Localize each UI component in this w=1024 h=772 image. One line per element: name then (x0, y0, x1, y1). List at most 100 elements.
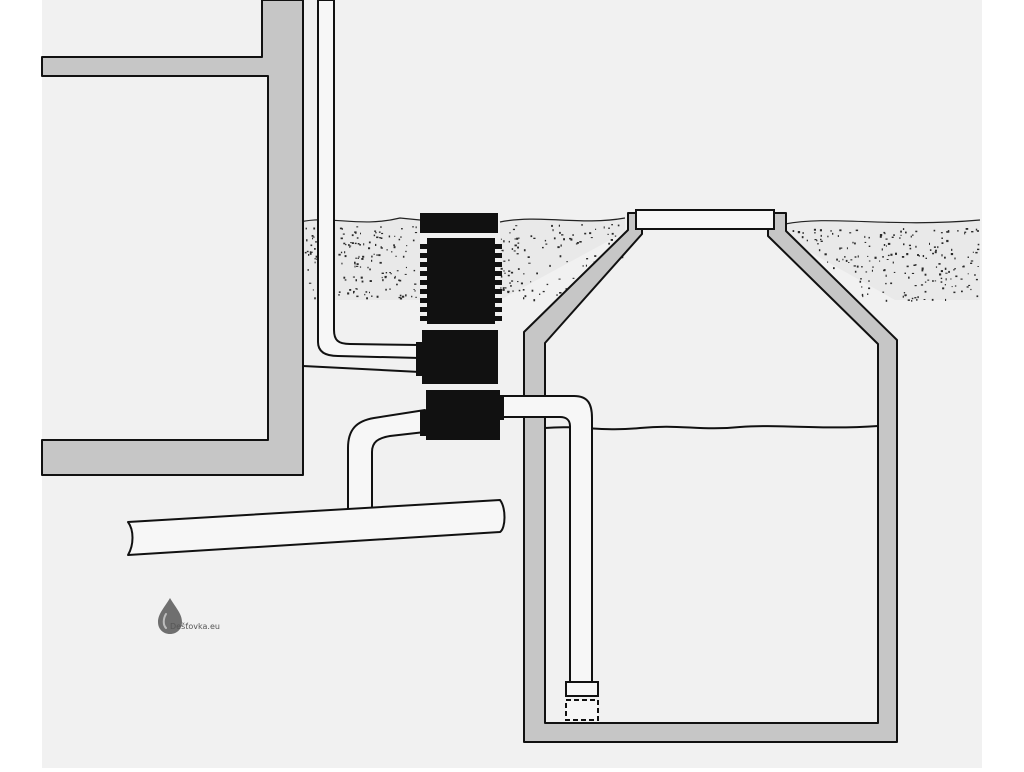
soil-dot (579, 241, 582, 243)
soil-dot (533, 299, 536, 302)
soil-dot (398, 238, 401, 241)
soil-dot (511, 280, 514, 282)
soil-dot (864, 241, 867, 243)
soil-dot (551, 224, 553, 227)
soil-dot (399, 297, 403, 300)
filter-rib (494, 271, 502, 276)
soil-dot (509, 282, 511, 284)
soil-dot (514, 244, 517, 247)
soil-dot (381, 276, 383, 279)
soil-dot (937, 246, 939, 249)
soil-dot (836, 258, 838, 261)
soil-dot (845, 259, 848, 262)
soil-dot (572, 234, 574, 236)
soil-dot (906, 253, 909, 256)
soil-dot (960, 278, 963, 280)
soil-dot (561, 234, 564, 236)
soil-dot (404, 273, 407, 275)
soil-dot (559, 255, 562, 258)
soil-dot (544, 239, 547, 242)
soil-dot (855, 229, 859, 232)
soil-dot (614, 235, 617, 237)
soil-dot (827, 235, 829, 238)
soil-dot (806, 239, 808, 242)
soil-dot (918, 255, 920, 257)
soil-dot (309, 251, 312, 254)
soil-dot (611, 224, 613, 226)
soil-dot (549, 264, 551, 267)
soil-texture (304, 224, 980, 302)
soil-dot (356, 265, 359, 267)
soil-dot (940, 281, 943, 283)
soil-dot (950, 253, 954, 256)
soil-dot (366, 297, 368, 300)
soil-dot (311, 235, 314, 237)
soil-dot (396, 270, 399, 272)
soil-dot (924, 273, 927, 276)
soil-dot (369, 268, 371, 271)
soil-dot (306, 239, 308, 242)
soil-dot (349, 289, 352, 291)
soil-dot (975, 251, 978, 254)
soil-dot (396, 283, 398, 286)
soil-dot (917, 296, 919, 299)
soil-dot (357, 257, 359, 259)
soil-dot (390, 273, 392, 275)
soil-dot (342, 233, 345, 235)
water-level-line (544, 425, 879, 431)
soil-dot (882, 256, 884, 258)
soil-dot (355, 257, 357, 259)
soil-dot (405, 250, 407, 253)
soil-dot (515, 225, 518, 227)
soil-dot (861, 286, 863, 288)
soil-dot (338, 253, 341, 256)
soil-dot (911, 300, 913, 302)
soil-dot (968, 284, 971, 286)
soil-dot (585, 264, 587, 267)
soil-dot (503, 260, 506, 262)
soil-dot (972, 251, 974, 253)
filter-rib (494, 316, 502, 321)
soil-dot (363, 243, 365, 246)
soil-dot (857, 255, 859, 258)
filter-rib (494, 253, 502, 258)
soil-dot (375, 243, 377, 246)
soil-dot (413, 289, 415, 290)
filter-ribs (420, 244, 502, 321)
soil-dot (356, 226, 359, 228)
soil-dot (570, 238, 573, 241)
soil-dot (594, 255, 597, 257)
soil-dot (941, 237, 943, 239)
soil-dot (921, 269, 924, 272)
soil-dot (864, 235, 866, 238)
soil-dot (341, 228, 343, 230)
soil-dot (892, 261, 894, 264)
soil-dot (940, 270, 943, 273)
soil-dot (814, 232, 816, 234)
soil-dot (929, 242, 930, 245)
soil-dot (512, 290, 514, 292)
soil-dot (903, 292, 906, 294)
soil-dot (867, 293, 869, 295)
soil-dot (569, 238, 571, 240)
soil-dot (608, 227, 610, 229)
soil-dot (500, 238, 502, 240)
soil-dot (953, 291, 956, 294)
soil-dot (395, 255, 397, 257)
soil-dot (572, 277, 575, 279)
soil-dot (890, 253, 893, 256)
soil-dot (917, 254, 919, 256)
soil-dot (516, 237, 519, 240)
soil-dot (359, 244, 361, 246)
soil-dot (379, 261, 382, 264)
soil-dot (899, 237, 901, 239)
soil-dot (976, 295, 979, 298)
soil-dot (343, 276, 346, 279)
soil-dot (581, 224, 583, 226)
soil-dot (837, 235, 839, 237)
soil-dot (885, 238, 888, 240)
soil-dot (512, 228, 515, 231)
soil-dot (977, 243, 980, 246)
soil-dot (399, 294, 402, 297)
filter-rib (494, 262, 502, 267)
